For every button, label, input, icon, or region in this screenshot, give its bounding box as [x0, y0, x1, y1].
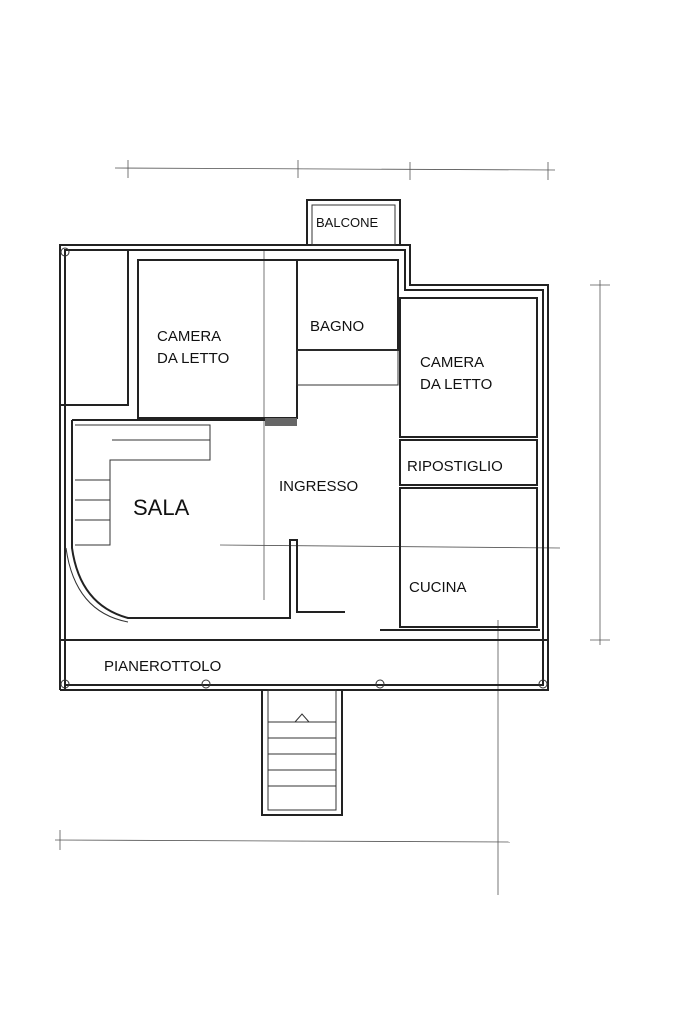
stairs	[75, 424, 343, 816]
dimension-lines	[54, 160, 610, 895]
room-label-camera1-line2: DA LETTO	[157, 350, 229, 367]
room-label-ripostiglio: RIPOSTIGLIO	[407, 458, 503, 475]
room-label-camera2: CAMERA	[420, 354, 484, 371]
room-label-balcone: BALCONE	[316, 215, 378, 230]
room-label-sala: SALA	[133, 495, 190, 520]
room-label-pianerottolo: PIANEROTTOLO	[104, 658, 221, 675]
room-label-ingresso: INGRESSO	[279, 478, 358, 495]
columns	[60, 247, 548, 689]
room-label-bagno: BAGNO	[310, 318, 364, 335]
room-label-camera2-line2: DA LETTO	[420, 376, 492, 393]
walls	[59, 199, 549, 691]
room-label-camera1: CAMERA	[157, 328, 221, 345]
room-label-cucina: CUCINA	[409, 579, 467, 596]
